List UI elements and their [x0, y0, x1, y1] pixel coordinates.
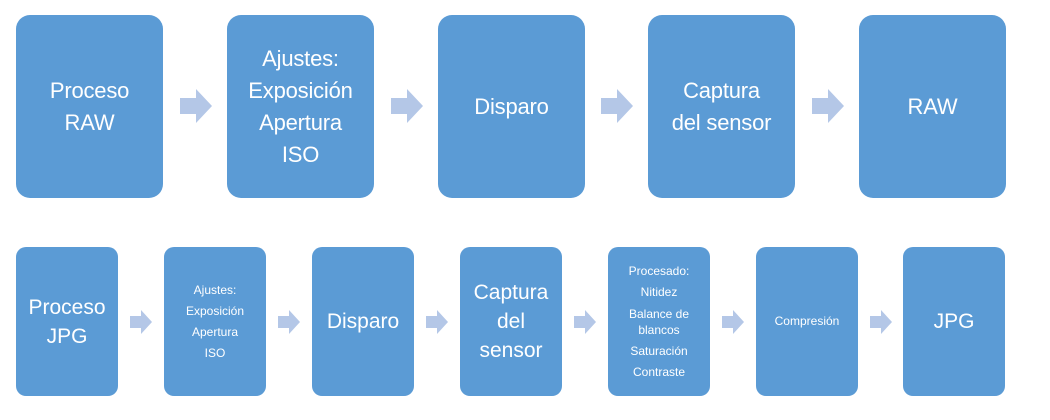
step-text: Contraste: [632, 364, 686, 379]
right-arrow-icon: [130, 310, 152, 334]
step-text: blancos: [638, 322, 680, 337]
step-text: Captura: [683, 77, 760, 103]
right-arrow-icon: [601, 89, 633, 123]
step-text: Exposición: [185, 303, 245, 318]
step-text: JPG: [46, 324, 88, 348]
step-text: sensor: [479, 339, 543, 362]
jpg-step-procesado: Procesado: Nitidez Balance de blancos Sa…: [608, 247, 710, 396]
raw-step-raw: RAW: [859, 15, 1006, 198]
step-text: RAW: [907, 93, 958, 119]
step-text: Compresión: [774, 314, 840, 328]
jpg-step-jpg: JPG: [903, 247, 1005, 396]
right-arrow-icon: [391, 89, 423, 123]
jpg-step-captura: Captura del sensor: [460, 247, 562, 396]
raw-step-proceso-raw: Proceso RAW: [16, 15, 163, 198]
step-text: Ajustes:: [262, 45, 339, 71]
jpg-step-proceso-jpg: Proceso JPG: [16, 247, 118, 396]
step-text: Proceso: [28, 295, 106, 319]
right-arrow-icon: [722, 310, 744, 334]
step-text: Apertura: [259, 109, 342, 135]
step-text: Procesado:: [628, 263, 690, 278]
step-text: Saturación: [630, 343, 688, 358]
right-arrow-icon: [812, 89, 844, 123]
step-text: del sensor: [671, 109, 772, 135]
jpg-step-disparo: Disparo: [312, 247, 414, 396]
right-arrow-icon: [426, 310, 448, 334]
step-text: Ajustes:: [193, 282, 237, 297]
step-text: Nitidez: [640, 284, 678, 299]
raw-step-disparo: Disparo: [438, 15, 585, 198]
step-text: RAW: [64, 109, 115, 135]
step-text: del: [496, 310, 526, 333]
jpg-step-ajustes: Ajustes: Exposición Apertura ISO: [164, 247, 266, 396]
step-text: ISO: [281, 141, 320, 167]
step-text: Disparo: [326, 310, 400, 333]
right-arrow-icon: [574, 310, 596, 334]
step-text: Apertura: [191, 324, 239, 339]
right-arrow-icon: [278, 310, 300, 334]
raw-step-captura: Captura del sensor: [648, 15, 795, 198]
right-arrow-icon: [180, 89, 212, 123]
step-text: Exposición: [248, 77, 353, 103]
jpg-step-compresion: Compresión: [756, 247, 858, 396]
step-text: Balance de: [628, 306, 690, 321]
step-text: ISO: [204, 345, 226, 360]
step-text: JPG: [933, 310, 975, 333]
step-text: Captura: [473, 281, 549, 304]
step-text: Disparo: [474, 93, 549, 119]
right-arrow-icon: [870, 310, 892, 334]
step-text: Proceso: [49, 77, 130, 103]
raw-step-ajustes: Ajustes: Exposición Apertura ISO: [227, 15, 374, 198]
